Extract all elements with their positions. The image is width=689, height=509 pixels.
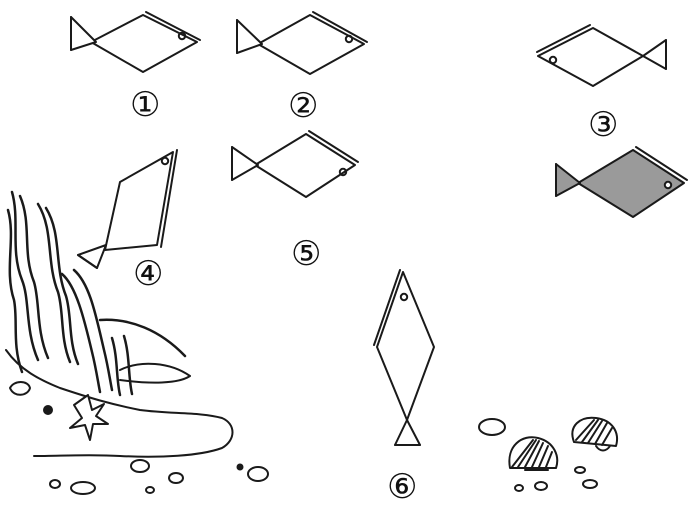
fish-4 (78, 150, 177, 268)
label-6: ⑥ (387, 467, 417, 507)
pebble-icon (575, 467, 585, 473)
fish-1 (71, 12, 200, 72)
label-5: ⑤ (291, 234, 321, 274)
rock-icon (10, 382, 30, 395)
fish-5 (232, 131, 358, 197)
fish-2 (237, 12, 367, 74)
pebble-icon (131, 460, 149, 472)
shells-group (479, 418, 617, 491)
pebble-icon (583, 480, 597, 488)
label-2: ② (288, 86, 318, 126)
rock-icon (6, 350, 233, 457)
fish-7-vertical (374, 270, 434, 445)
pebble-icon (248, 467, 268, 481)
shell-icon (572, 418, 617, 451)
pebble-icon (515, 485, 523, 491)
fish-3 (537, 25, 666, 86)
shell-icon (509, 437, 557, 470)
fish-6-shaded (556, 147, 687, 217)
pebble-icon (146, 487, 154, 493)
label-3: ③ (588, 105, 618, 145)
pebble-icon (169, 473, 183, 483)
label-1: ① (130, 85, 160, 125)
pebble-icon (44, 406, 52, 414)
pebble-icon (535, 482, 547, 490)
pebble-icon (238, 465, 243, 470)
pebble-icon (479, 419, 505, 435)
pebble-icon (50, 480, 60, 488)
label-4: ④ (133, 254, 163, 294)
pebble-icon (71, 482, 95, 494)
